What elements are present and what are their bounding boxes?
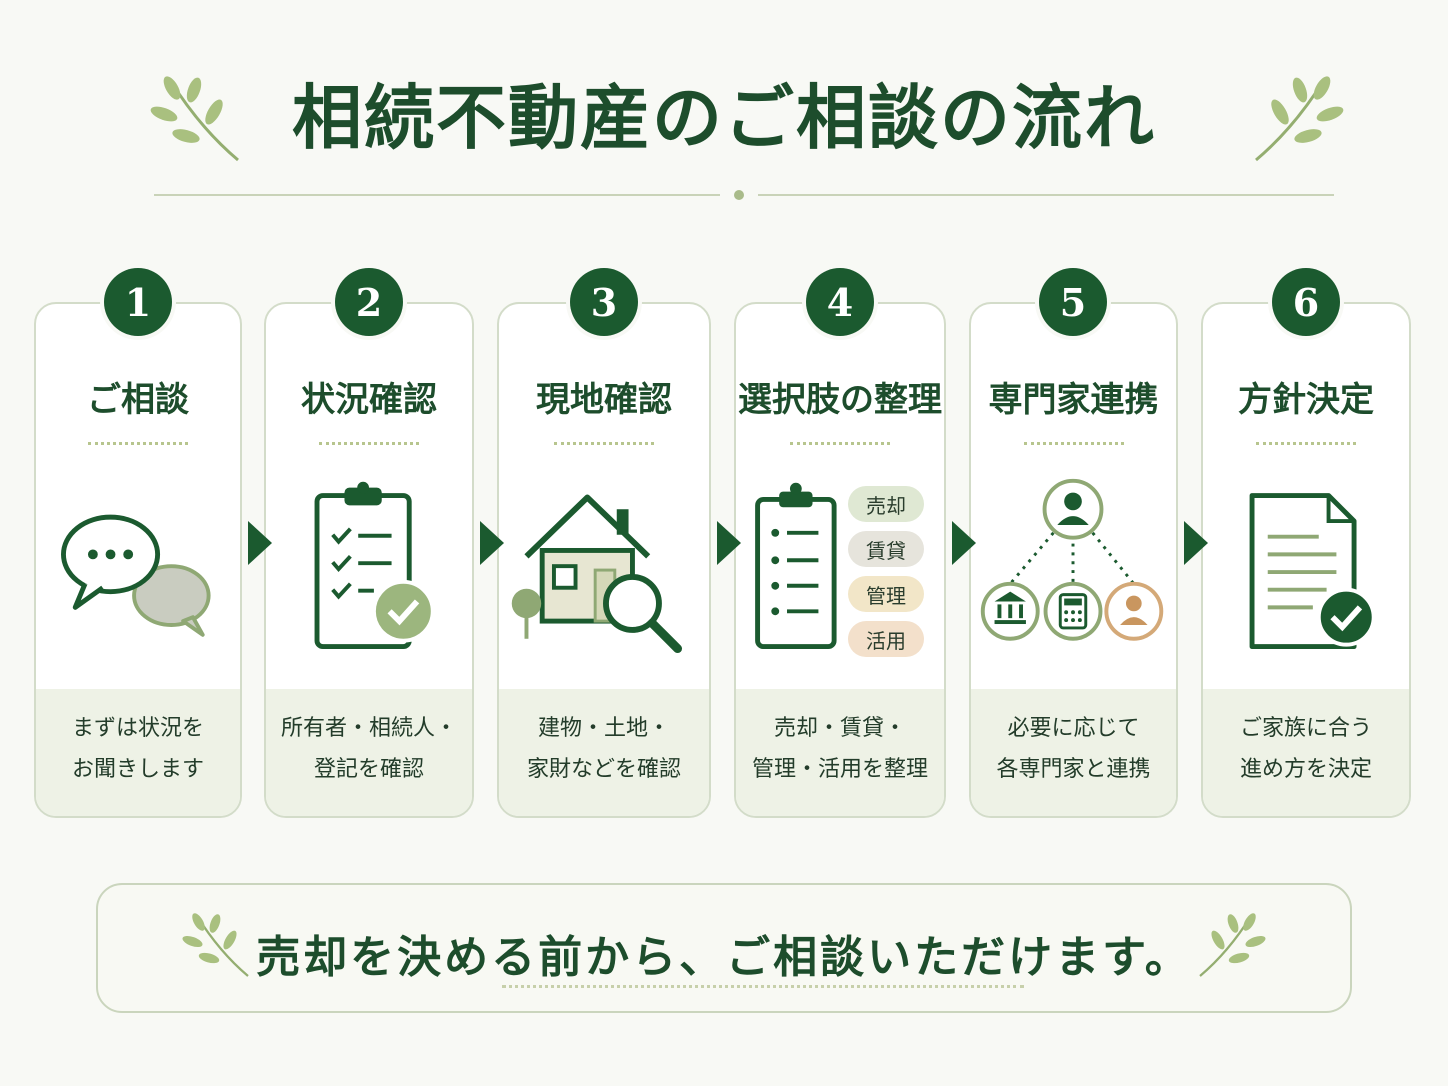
step-card-1: ご相談 まずは状況を お聞きします [34, 302, 242, 818]
step-card-5: 専門家連携 必要に応じて 各専門家と連携 [969, 302, 1178, 818]
step-heading: 方針決定 [1238, 380, 1374, 420]
step-divider [1023, 442, 1124, 445]
step-desc-panel [736, 689, 944, 816]
expert-network-icon [980, 478, 1164, 641]
step-card-4: 選択肢の整理 売却 賃貸 管理 活用 売却・賃貸・ 管理・活用を整理 [734, 302, 946, 818]
step-number-badge-2: 2 [335, 268, 403, 336]
document-check-icon [1249, 493, 1376, 650]
step-desc-panel [266, 689, 472, 816]
step-divider [319, 442, 419, 445]
step-arrow-icon [248, 521, 272, 565]
step-arrow-icon [1184, 521, 1208, 565]
step-heading: 専門家連携 [988, 380, 1159, 420]
option-tag-lease: 賃貸 [848, 531, 924, 567]
step-card-2: 状況確認 所有者・相続人・ 登記を確認 [264, 302, 474, 818]
option-tag-manage: 管理 [848, 576, 924, 612]
step-divider [88, 442, 188, 445]
banner-left-leaf-icon [182, 913, 249, 977]
step-number-badge-5: 5 [1039, 268, 1107, 336]
step-desc-panel [971, 689, 1176, 816]
option-tag-sell: 売却 [848, 486, 924, 522]
step-description: 建物・土地・ 家財などを確認 [526, 716, 681, 782]
option-list-icon [755, 482, 837, 650]
step-number-badge-6: 6 [1272, 268, 1340, 336]
step-description: ご家族に合う 進め方を決定 [1239, 716, 1372, 782]
step-number-badge-3: 3 [570, 268, 638, 336]
step-divider [790, 442, 890, 445]
step-number-badge-4: 4 [806, 268, 874, 336]
step-arrow-icon [480, 521, 504, 565]
step-card-6: 方針決定 ご家族に合う 進め方を決定 [1201, 302, 1411, 818]
page-title: 相続不動産のご相談の流れ [292, 76, 1156, 159]
step-arrow-icon [952, 521, 976, 565]
left-leaf-sprig-icon [150, 76, 239, 162]
step-heading: 状況確認 [301, 380, 437, 420]
banner-divider [502, 985, 1024, 988]
step-description: まずは状況を お聞きします [71, 716, 204, 782]
right-leaf-sprig-icon [1255, 76, 1344, 162]
step-description: 必要に応じて 各専門家と連携 [996, 716, 1151, 782]
step-number-badge-1: 1 [104, 268, 172, 336]
step-heading: 現地確認 [536, 380, 672, 420]
option-tag-utilize: 活用 [848, 621, 924, 657]
chat-bubbles-icon [61, 514, 211, 637]
step-arrow-icon [717, 521, 741, 565]
title-divider [154, 190, 1334, 200]
step-desc-panel [1203, 689, 1409, 816]
step-divider [1256, 442, 1356, 445]
step-heading: 選択肢の整理 [738, 380, 942, 420]
step-desc-panel [499, 689, 709, 816]
step-description: 売却・賃貸・ 管理・活用を整理 [751, 716, 928, 782]
step-desc-panel [36, 689, 240, 816]
step-heading: ご相談 [87, 380, 189, 420]
banner-message: 売却を決める前から、ご相談いただけます。 [256, 932, 1192, 983]
clipboard-check-icon [314, 481, 435, 650]
banner-right-leaf-icon [1199, 913, 1266, 977]
closing-banner: 売却を決める前から、ご相談いただけます。 [96, 883, 1352, 1013]
step-divider [554, 442, 654, 445]
step-description: 所有者・相続人・ 登記を確認 [280, 716, 457, 782]
house-search-icon [511, 494, 683, 653]
step-card-3: 現地確認 建物・土地・ 家財などを確認 [497, 302, 711, 818]
